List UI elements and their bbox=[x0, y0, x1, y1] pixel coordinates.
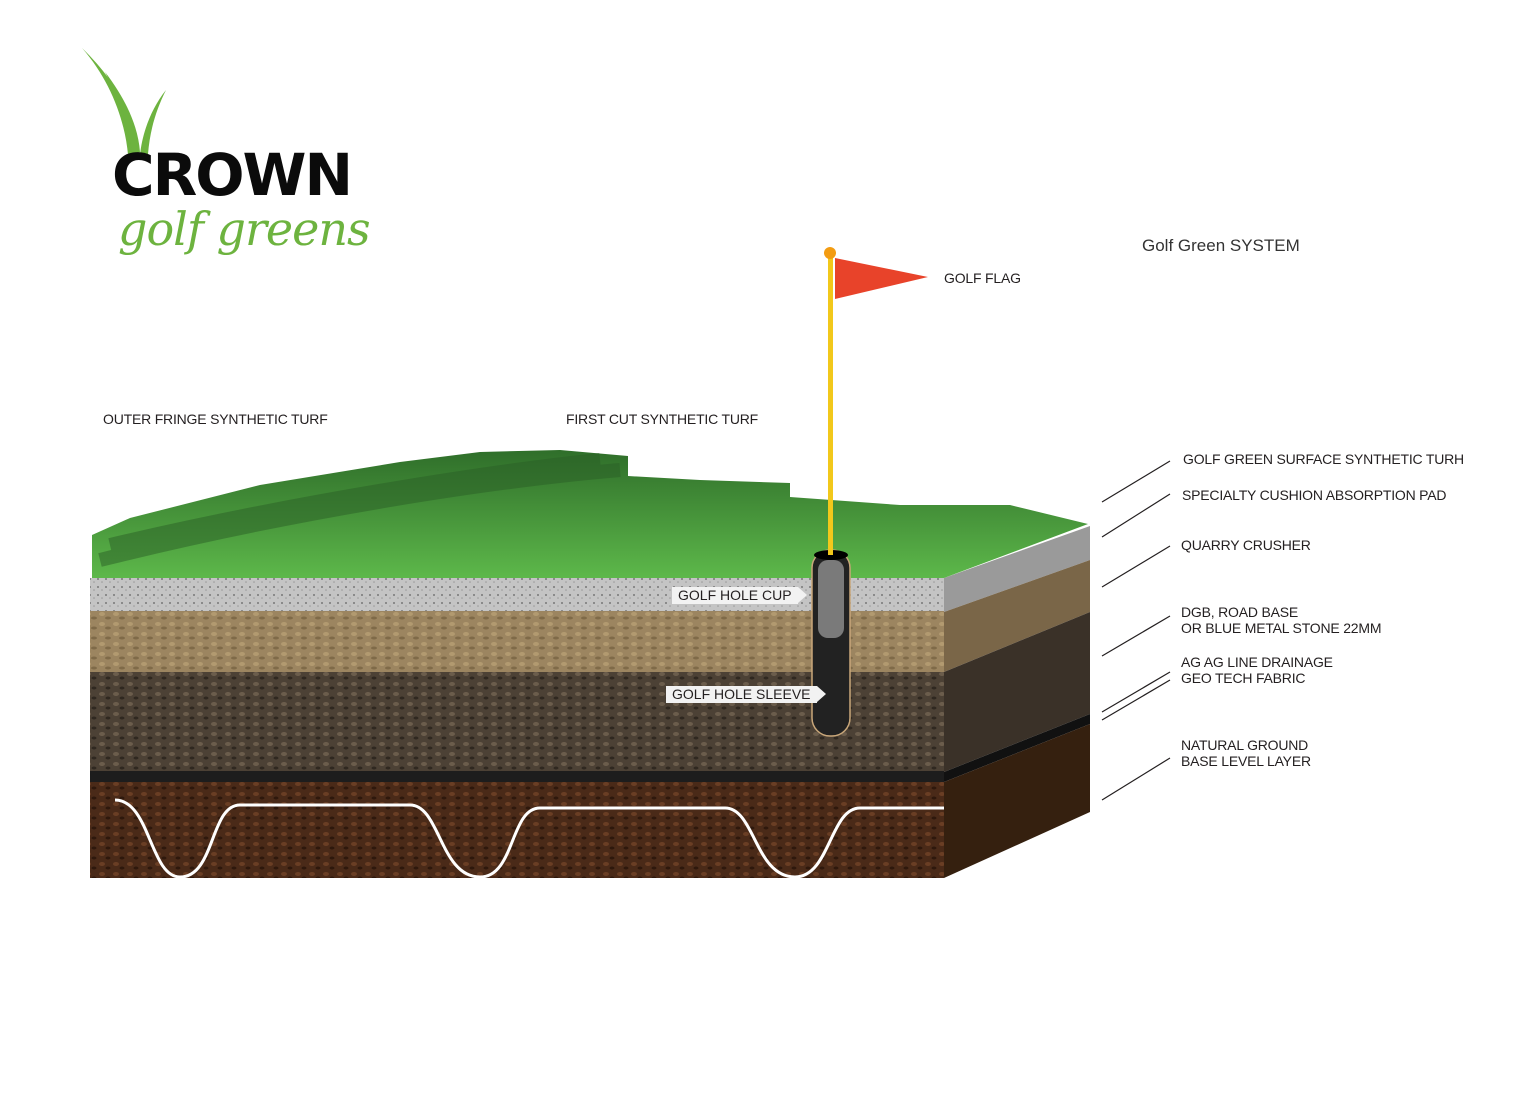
layer-label-cushion: SPECIALTY CUSHION ABSORPTION PAD bbox=[1182, 487, 1447, 503]
flag-pole-ball bbox=[824, 247, 836, 259]
side-road-base-face bbox=[944, 612, 1090, 772]
golf-flag bbox=[835, 258, 928, 299]
side-quarry-face bbox=[944, 560, 1090, 672]
quarry-crusher-layer bbox=[90, 611, 944, 673]
golf-hole-cup bbox=[818, 560, 844, 638]
drainage-pipe bbox=[114, 798, 944, 879]
logo-tagline: golf greens bbox=[118, 202, 371, 256]
side-fabric-face bbox=[944, 714, 1090, 782]
side-ground-face bbox=[944, 724, 1090, 878]
label-outer-fringe: OUTER FRINGE SYNTHETIC TURF bbox=[103, 411, 328, 427]
diagram-title: Golf Green SYSTEM bbox=[1142, 236, 1300, 255]
flag-pole bbox=[828, 255, 833, 555]
turf-mow-stripes bbox=[98, 453, 621, 567]
label-golf-flag: GOLF FLAG bbox=[944, 270, 1021, 286]
layer-label-turf: GOLF GREEN SURFACE SYNTHETIC TURH bbox=[1183, 451, 1464, 467]
leader-lines bbox=[1101, 460, 1171, 801]
side-cushion-face bbox=[944, 526, 1090, 612]
label-golf-hole-sleeve: GOLF HOLE SLEEVE bbox=[666, 686, 825, 703]
turf-surface bbox=[92, 450, 1088, 578]
label-first-cut: FIRST CUT SYNTHETIC TURF bbox=[566, 411, 758, 427]
logo-grass-icon bbox=[82, 48, 166, 155]
layer-label-quarry: QUARRY CRUSHER bbox=[1181, 537, 1311, 553]
geo-fabric-layer bbox=[90, 771, 944, 782]
logo-wordmark: CROWN bbox=[112, 141, 353, 209]
label-golf-hole-cup: GOLF HOLE CUP bbox=[672, 587, 807, 604]
